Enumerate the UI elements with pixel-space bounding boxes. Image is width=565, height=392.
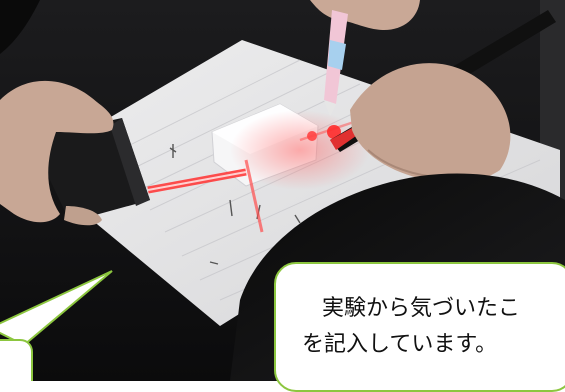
hair-top-left xyxy=(0,0,40,54)
left-hand xyxy=(0,80,114,223)
right-hand xyxy=(350,63,511,184)
top-right-hand xyxy=(310,0,420,30)
speech-bubble-left xyxy=(0,339,33,381)
writing-pen-tip xyxy=(330,128,356,150)
caption-line-1: 実験から気づいたこ xyxy=(322,296,521,321)
left-hand-finger xyxy=(64,206,102,226)
laser-beams xyxy=(147,110,370,233)
speech-bubble-tail xyxy=(0,270,113,347)
caption-line-2: を記入しています。 xyxy=(302,332,498,357)
caption-speech-bubble: 実験から気づいたこ を記入しています。 xyxy=(274,262,565,392)
colored-pen xyxy=(324,10,348,116)
laser-light-box-face xyxy=(110,118,150,206)
